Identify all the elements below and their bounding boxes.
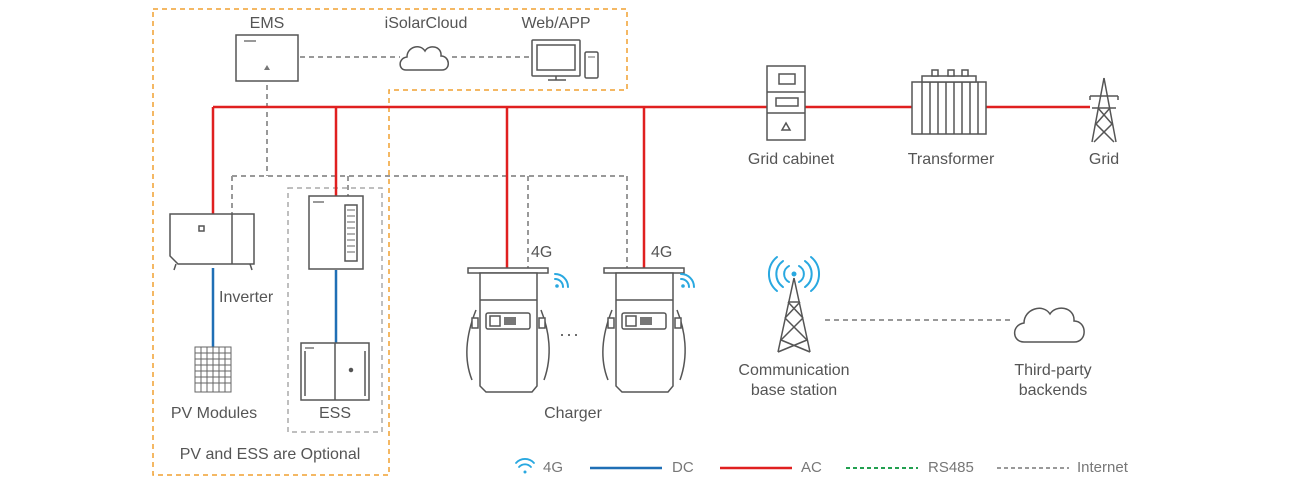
pv-modules-label: PV Modules xyxy=(170,405,258,422)
grid-cabinet-icon xyxy=(766,65,806,141)
legend-rs485-label: RS485 xyxy=(928,459,974,476)
optional-region-border xyxy=(152,8,628,476)
legend-ac-label: AC xyxy=(801,459,822,476)
charger-4g-right-label: 4G xyxy=(651,244,673,261)
charger-left-icon xyxy=(466,267,550,393)
internet-lines xyxy=(231,56,1010,321)
ems-label: EMS xyxy=(249,15,285,32)
ess-pcs-icon xyxy=(308,195,364,270)
optional-note: PV and ESS are Optional xyxy=(179,446,361,463)
pv-modules-icon xyxy=(194,346,232,393)
grid-pylon-icon xyxy=(1089,77,1119,143)
ems-device xyxy=(235,34,299,82)
ess-battery-icon xyxy=(300,342,370,401)
grid-cabinet-label: Grid cabinet xyxy=(747,151,835,168)
third-party-label: Third-party backends xyxy=(1014,362,1092,399)
charger-ellipsis: ... xyxy=(559,320,581,340)
grid-label: Grid xyxy=(1088,151,1120,168)
isolarcloud-icon xyxy=(399,46,449,71)
web-app-icon xyxy=(531,39,599,81)
transformer-label: Transformer xyxy=(907,151,995,168)
inverter-icon xyxy=(169,213,255,271)
dc-lines xyxy=(211,268,338,347)
wifi-icon-left xyxy=(554,273,569,288)
third-party-cloud-icon xyxy=(1013,307,1085,343)
charger-label: Charger xyxy=(544,405,602,422)
base-station-label: Communication base station xyxy=(738,362,850,399)
legend-4g-icon xyxy=(515,458,535,474)
ess-label: ESS xyxy=(318,405,352,422)
charger-4g-left-label: 4G xyxy=(531,244,553,261)
legend-4g-label: 4G xyxy=(543,459,564,476)
legend-internet-label: Internet xyxy=(1077,459,1128,476)
base-station-icon xyxy=(767,256,821,353)
web-app-label: Web/APP xyxy=(521,15,591,32)
transformer-icon xyxy=(911,69,987,135)
legend-dc-label: DC xyxy=(672,459,694,476)
charger-right-icon xyxy=(602,267,686,393)
inverter-label: Inverter xyxy=(219,289,274,306)
isolarcloud-label: iSolarCloud xyxy=(384,15,468,32)
wifi-icon-right xyxy=(680,273,695,288)
